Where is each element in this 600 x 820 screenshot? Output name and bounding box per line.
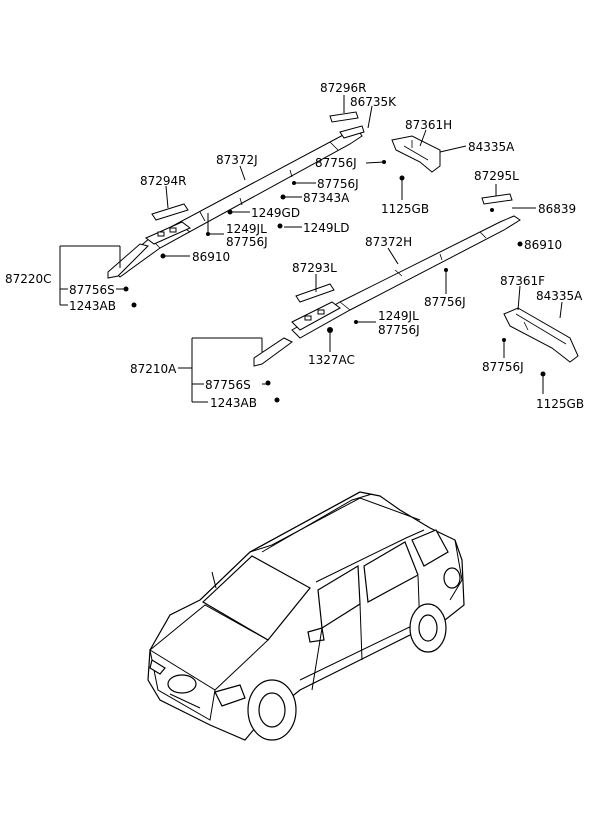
- label-87293L: 87293L: [292, 261, 337, 275]
- label-87756J-e: 87756J: [378, 323, 420, 337]
- label-87756J-d: 87756J: [424, 295, 466, 309]
- label-87295L: 87295L: [474, 169, 519, 183]
- label-87294R: 87294R: [140, 174, 187, 188]
- label-87210A: 87210A: [130, 362, 177, 376]
- label-87756J-f: 87756J: [482, 360, 524, 374]
- label-1249JL-b: 1249JL: [378, 309, 419, 323]
- label-84335A-bot: 84335A: [536, 289, 583, 303]
- label-87756J-b: 87756J: [317, 177, 359, 191]
- rail-bracket-lower: [291, 301, 341, 331]
- label-87372H: 87372H: [365, 235, 412, 249]
- label-87756J-a: 87756J: [315, 156, 357, 170]
- cover-87296R: [329, 111, 359, 123]
- label-87756S-top: 87756S: [69, 283, 115, 297]
- rear-end-cap-upper: [391, 135, 441, 173]
- label-1125GB-top: 1125GB: [381, 202, 429, 216]
- label-1249GD: 1249GD: [251, 206, 300, 220]
- cover-87293L: [295, 283, 335, 303]
- cover-87294R: [151, 203, 189, 221]
- rail-bracket-upper: [145, 221, 191, 245]
- cover-86735K: [339, 125, 365, 139]
- label-87361F: 87361F: [500, 274, 545, 288]
- label-1125GB-bot: 1125GB: [536, 397, 584, 411]
- label-86735K: 86735K: [350, 95, 397, 109]
- leader-lines: [59, 95, 563, 403]
- front-end-cap-upper: [107, 243, 149, 279]
- label-87756J-c: 87756J: [226, 235, 268, 249]
- label-87220C: 87220C: [5, 272, 52, 286]
- rear-end-cap-lower: [503, 307, 579, 363]
- label-1243AB-top: 1243AB: [69, 299, 116, 313]
- label-86839: 86839: [538, 202, 576, 216]
- label-87361H: 87361H: [405, 118, 452, 132]
- roof-rail-lower: [291, 215, 521, 339]
- label-87296R: 87296R: [320, 81, 367, 95]
- part-labels: 87296R 86735K 87361H 84335A 87372J 87756…: [5, 81, 584, 411]
- label-86910-left: 86910: [192, 250, 230, 264]
- label-1249LD: 1249LD: [303, 221, 349, 235]
- label-87343A: 87343A: [303, 191, 350, 205]
- label-87372J: 87372J: [216, 153, 258, 167]
- front-end-cap-lower: [253, 337, 293, 367]
- label-87756S-bot: 87756S: [205, 378, 251, 392]
- cover-87295L: [481, 193, 513, 205]
- suv-illustration: [147, 491, 465, 741]
- label-1327AC: 1327AC: [308, 353, 355, 367]
- label-86910-right: 86910: [524, 238, 562, 252]
- label-84335A-top: 84335A: [468, 140, 515, 154]
- label-1243AB-bot: 1243AB: [210, 396, 257, 410]
- label-1249JL-a: 1249JL: [226, 222, 267, 236]
